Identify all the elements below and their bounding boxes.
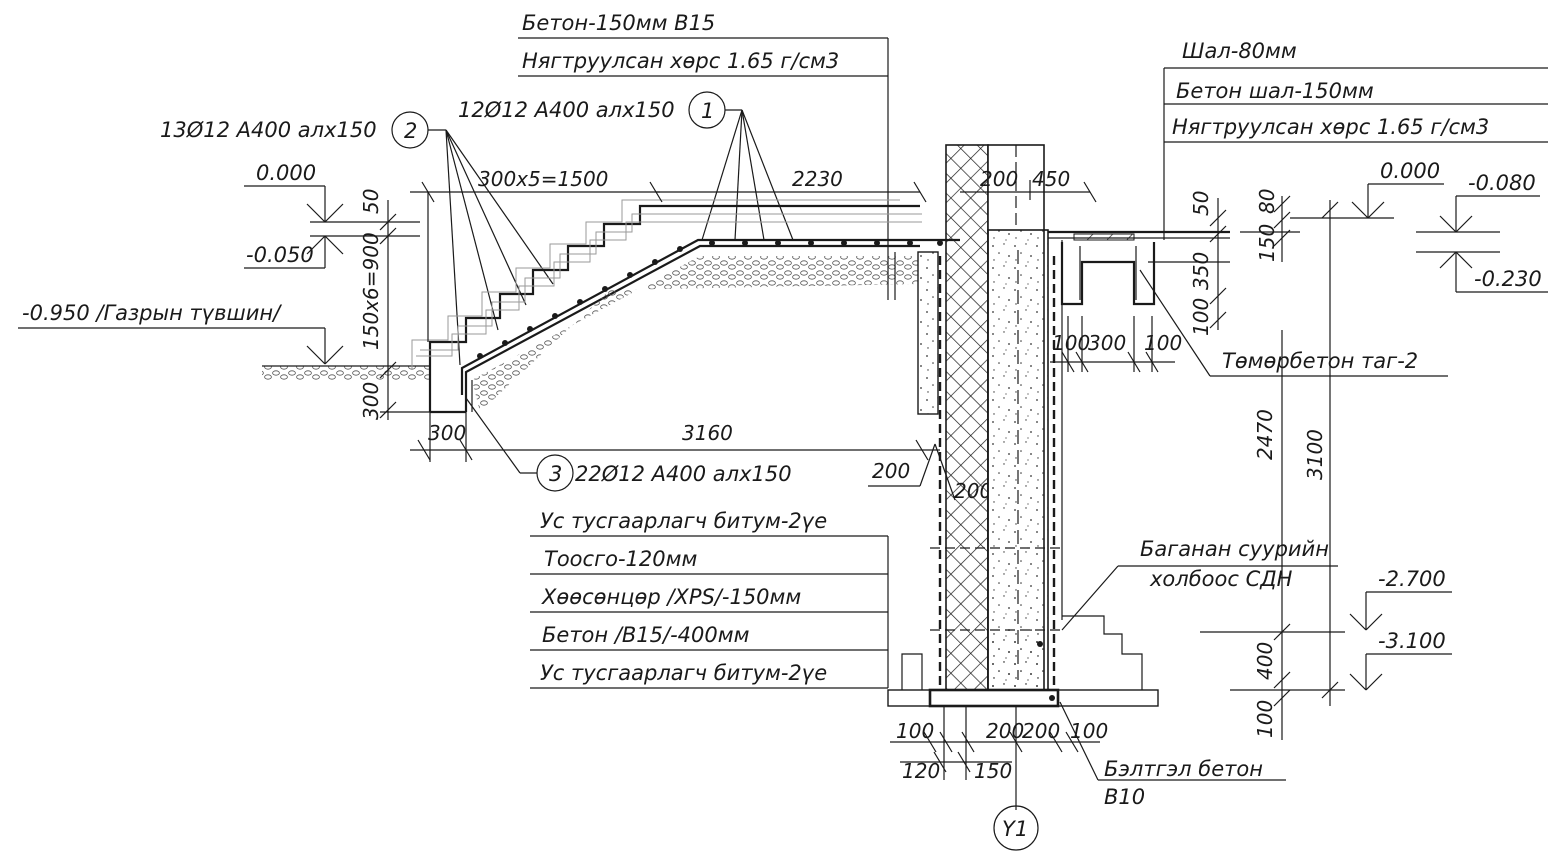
dim-200-top: 200	[980, 167, 1018, 191]
rebar-label-3: 22Ø12 A400 алх150	[575, 462, 792, 486]
material-label: Нягтруулсан хөрс 1.65 г/см3	[522, 49, 839, 73]
rebar-dots	[477, 240, 943, 359]
rebar-number-3: 3	[549, 462, 562, 486]
floor-beam: 100 300 100	[1048, 230, 1230, 373]
base-dims: 100 200 200 100 120 150	[890, 706, 1108, 810]
beam-label: Төмөрбетон таг-2	[1222, 349, 1418, 373]
prep-label-1: Бэлтгэл бетон	[1104, 757, 1263, 781]
layer-label: Ус тусгаарлагч битум-2үе	[540, 509, 827, 533]
material-labels-right: Шал-80мм Бетон шал-150мм Нягтруулсан хөр…	[1163, 39, 1548, 240]
dim-300-horz: 300	[428, 421, 466, 445]
dim-350: 350	[1189, 252, 1213, 290]
ground-surface	[262, 365, 430, 380]
dim-2470: 2470	[1253, 409, 1277, 460]
material-label: Бетон шал-150мм	[1176, 79, 1374, 103]
prep-label-2: B10	[1104, 785, 1145, 809]
level-2700: -2.700	[1378, 567, 1446, 591]
dim-3100: 3100	[1303, 429, 1327, 480]
rebar-number-2: 2	[404, 119, 417, 143]
dim-300-beam: 300	[1088, 331, 1126, 355]
dim-base-150: 150	[974, 759, 1012, 783]
tie-label-1: Баганан суурийн	[1140, 537, 1329, 561]
layer-label: Ус тусгаарлагч битум-2үе	[540, 661, 827, 685]
beam-callout: Төмөрбетон таг-2	[1139, 269, 1448, 377]
level-0: 0.000	[256, 161, 316, 185]
stair-dimensions: 300x5=1500 2230 50 150x6=900 300 300 316…	[359, 167, 992, 503]
rebar-callout-2: 13Ø12 A400 алх150 2	[160, 111, 554, 366]
level-r0: 0.000	[1380, 159, 1440, 183]
tie-label-2: холбоос СДН	[1149, 567, 1293, 591]
rebar-label-1: 12Ø12 A400 алх150	[458, 98, 675, 122]
dim-100-a: 100	[1052, 331, 1090, 355]
dim-3160: 3160	[682, 421, 733, 445]
dim-steps: 300x5=1500	[478, 167, 608, 191]
dim-200-a: 200	[872, 459, 910, 483]
dim-80: 80	[1255, 189, 1279, 214]
rebar-callout-3: 3 22Ø12 A400 алх150	[465, 397, 792, 492]
dim-150: 150	[1255, 224, 1279, 262]
axis-label: Y1	[1002, 817, 1028, 841]
level-3100: -3.100	[1378, 629, 1446, 653]
level-050: -0.050	[246, 243, 314, 267]
wall-top-dims: 200 450	[960, 167, 1097, 203]
prep-callout: Бэлтгэл бетон B10	[1059, 701, 1286, 809]
dim-100-b: 100	[1144, 331, 1182, 355]
dim-300-vert: 300	[359, 382, 383, 420]
wall-layer-labels: Ус тусгаарлагч битум-2үе Тоосго-120мм Хө…	[530, 509, 889, 689]
dim-120: 120	[902, 759, 940, 783]
dim-50-right: 50	[1189, 191, 1213, 216]
level-marks-left: 0.000 -0.050 -0.950 /Газрын түвшин/	[18, 161, 420, 365]
dim-base-200a: 200	[986, 719, 1024, 743]
layer-label: Тоосго-120мм	[544, 547, 697, 571]
dim-400: 400	[1253, 642, 1277, 680]
dim-100-bottom: 100	[1253, 700, 1277, 738]
axis-marker: Y1	[993, 805, 1039, 851]
dim-base-100a: 100	[896, 719, 934, 743]
height-dims: 2470 400 100 3100	[1200, 200, 1345, 740]
floor-dims: 50 350 100 80 150	[1148, 189, 1300, 336]
material-labels-top: Бетон-150мм B15 Нягтруулсан хөрс 1.65 г/…	[518, 11, 889, 300]
dim-100-right: 100	[1189, 298, 1213, 336]
dim-2230: 2230	[792, 167, 843, 191]
dim-50: 50	[359, 189, 383, 214]
level-080: -0.080	[1468, 171, 1536, 195]
material-label: Шал-80мм	[1182, 39, 1297, 63]
dim-900: 150x6=900	[359, 232, 383, 350]
entrance-stair	[411, 199, 960, 414]
rebar-label-2: 13Ø12 A400 алх150	[160, 118, 377, 142]
rebar-number-1: 1	[701, 99, 714, 123]
level-marks-right: 0.000 -0.080 -0.230	[1290, 159, 1548, 293]
ground-level: -0.950 /Газрын түвшин/	[22, 301, 282, 325]
level-230: -0.230	[1474, 267, 1542, 291]
dim-base-100b: 100	[1070, 719, 1108, 743]
rebar-callout-1: 12Ø12 A400 алх150 1	[458, 91, 794, 241]
foundation-wall	[887, 144, 1159, 708]
material-label: Бетон-150мм B15	[522, 11, 715, 35]
tie-callout: Баганан суурийн холбоос СДН	[1061, 537, 1338, 631]
level-marks-bottom: -2.700 -3.100	[1349, 567, 1452, 691]
material-label: Нягтруулсан хөрс 1.65 г/см3	[1172, 115, 1489, 139]
dim-base-200b: 200	[1022, 719, 1060, 743]
layer-label: Хөөсөнцөр /XPS/-150мм	[541, 585, 801, 609]
dim-450: 450	[1032, 167, 1070, 191]
layer-label: Бетон /B15/-400мм	[542, 623, 750, 647]
